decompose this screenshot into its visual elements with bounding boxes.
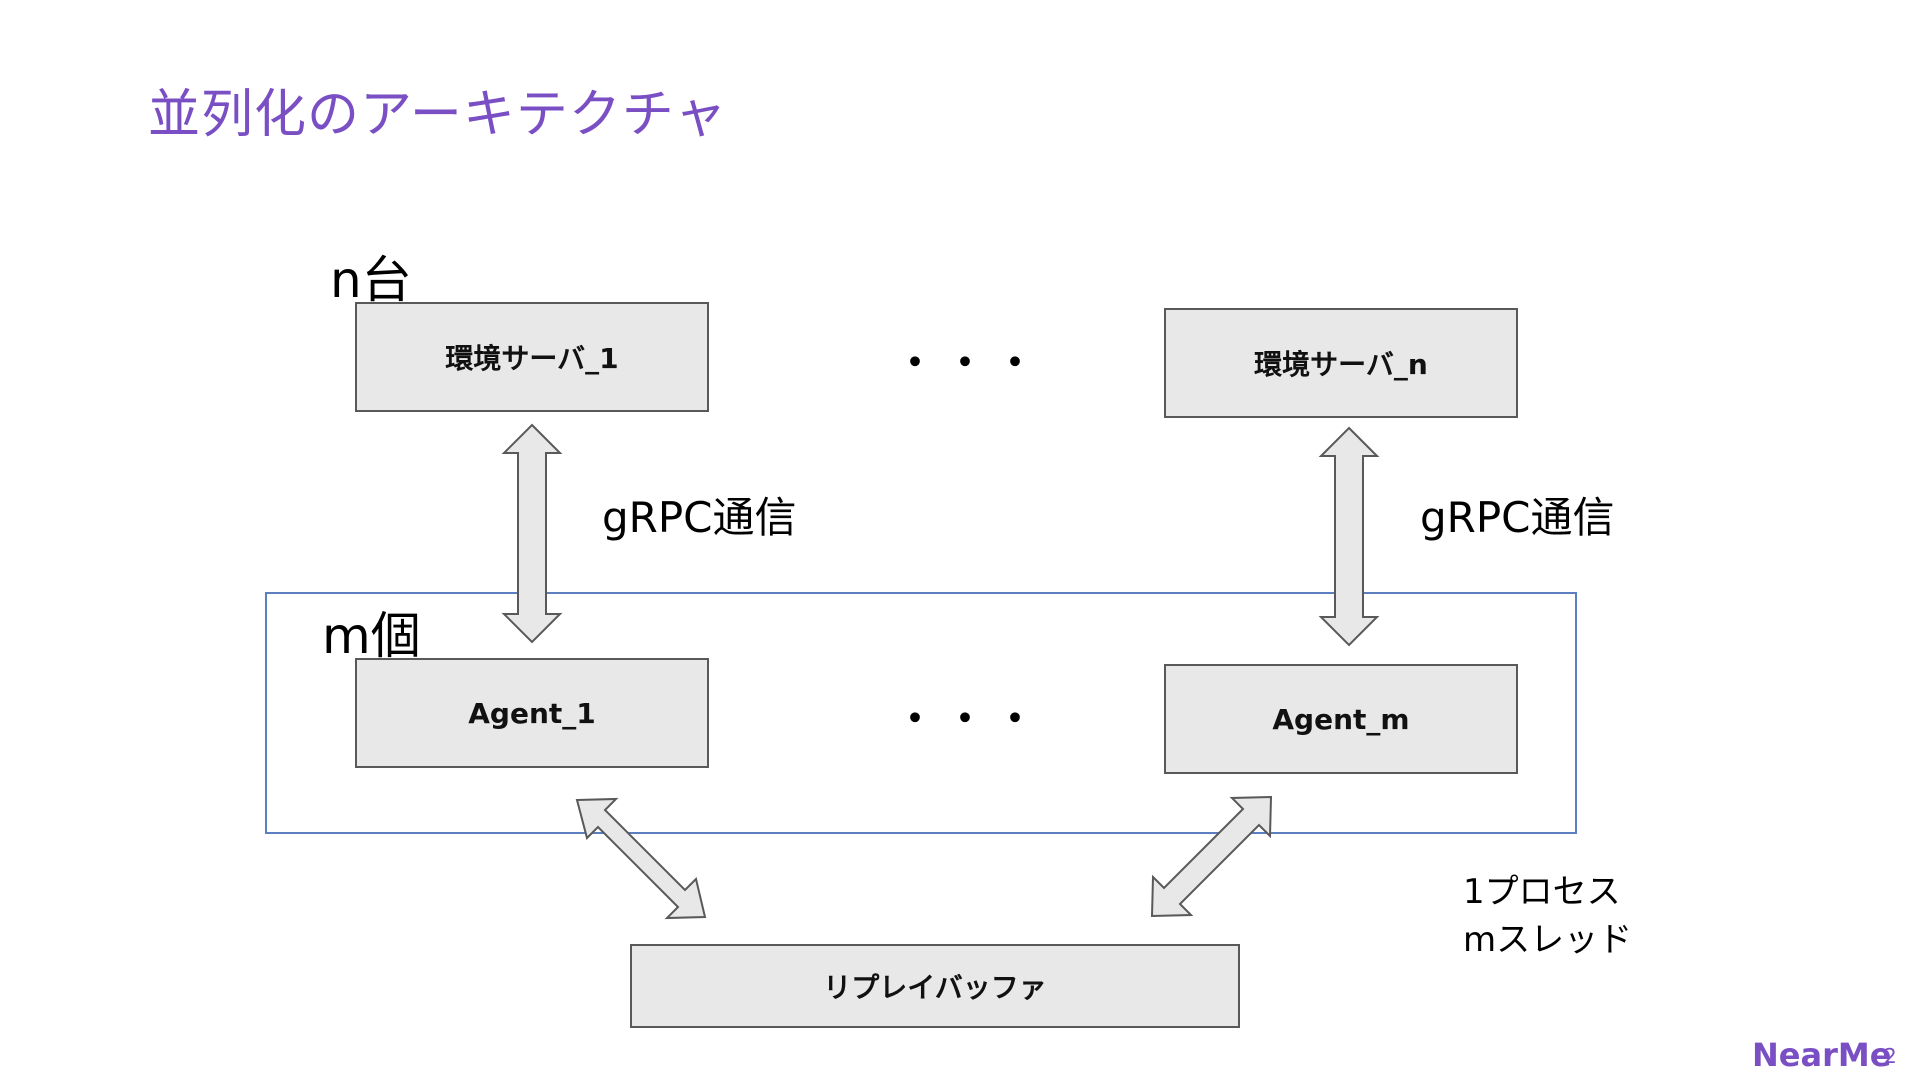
ellipsis-mid: ・・・: [895, 696, 1045, 742]
grpc-label-right: gRPC通信: [1420, 493, 1615, 542]
arrow-env1-agent1: [501, 423, 563, 644]
arrow-agentm-replay: [1150, 795, 1273, 918]
arrow-agent1-replay: [575, 797, 707, 920]
n-count-label: n台: [330, 251, 412, 309]
process-info: 1プロセス mスレッド: [1463, 868, 1632, 964]
agent-1-box: Agent_1: [355, 658, 709, 768]
agent-m-box: Agent_m: [1164, 664, 1518, 774]
page-title: 並列化のアーキテクチャ: [148, 85, 728, 145]
process-line-2: mスレッド: [1463, 920, 1633, 960]
env-server-n-box: 環境サーバ_n: [1164, 308, 1518, 418]
ellipsis-top: ・・・: [895, 340, 1045, 386]
arrow-envn-agentm: [1318, 426, 1380, 647]
grpc-label-left: gRPC通信: [602, 493, 797, 542]
process-line-1: 1プロセス: [1463, 872, 1621, 912]
env-server-1-box: 環境サーバ_1: [355, 302, 709, 412]
nearme-logo: NearMe: [1752, 1036, 1892, 1074]
m-count-label: m個: [322, 607, 421, 665]
replay-buffer-box: リプレイバッファ: [630, 944, 1240, 1028]
process-container: [265, 592, 1577, 834]
page-number: 2: [1884, 1044, 1897, 1068]
